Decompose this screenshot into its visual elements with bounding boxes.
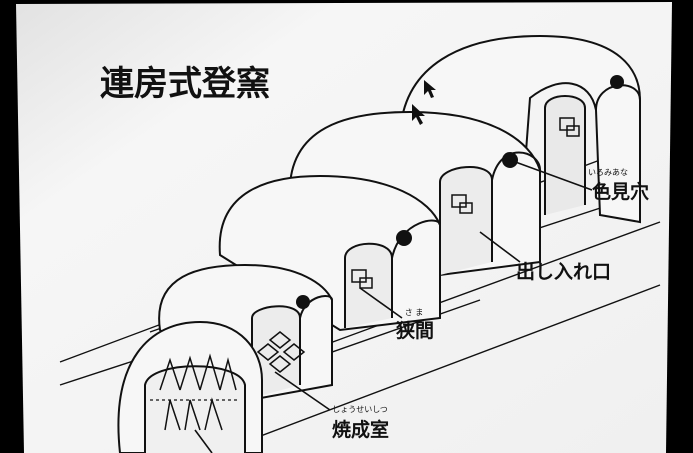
firing-chamber-label: 焼成室: [332, 418, 389, 441]
kiln-chamber-2: [158, 263, 333, 402]
kiln-chamber-3: [218, 174, 441, 332]
kiln-chamber-1-firebox: [117, 320, 263, 453]
peephole-ruby: いろみあな: [588, 168, 628, 177]
cursor-icon: [424, 80, 436, 98]
flue-gap-ruby: さ ま: [405, 308, 424, 317]
cursor-icon-2: [412, 104, 425, 125]
flue-gap-label: 狭間: [395, 319, 434, 342]
kiln-chamber-4: [288, 110, 541, 277]
diagram-title: 連房式登窯: [100, 64, 270, 104]
peephole-2-icon: [296, 295, 310, 309]
peephole-5-icon: [610, 75, 624, 89]
loading-door-label: 出し入れ口: [516, 260, 611, 283]
peephole-3-icon: [396, 230, 412, 246]
peephole-label: 色見穴: [592, 180, 649, 203]
leader-lines: [194, 159, 593, 453]
firing-chamber-ruby: しょうせいしつ: [332, 405, 388, 414]
